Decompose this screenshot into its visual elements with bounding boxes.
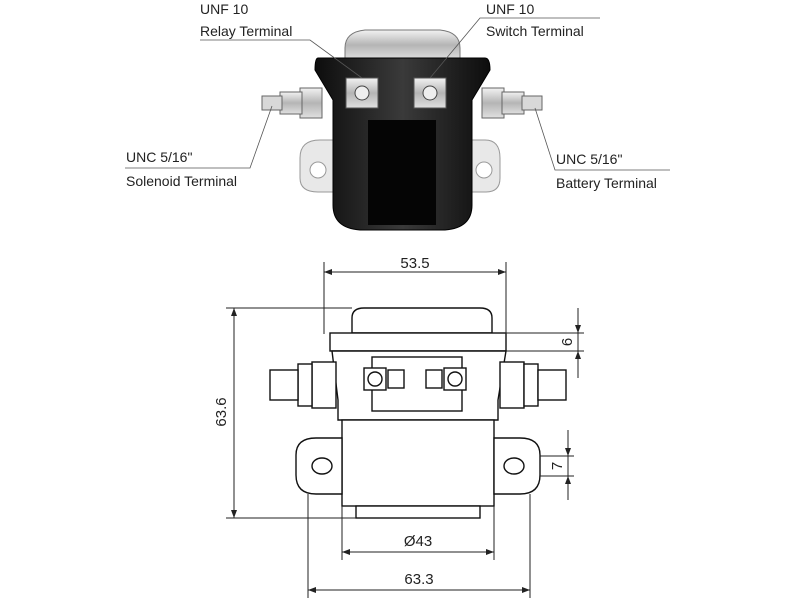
callout-solenoid-terminal: UNC 5/16" Solenoid Terminal bbox=[126, 149, 237, 189]
dim-height: 63.6 bbox=[213, 397, 230, 426]
dim-cap: 6 bbox=[559, 338, 576, 346]
dim-base-width: 63.3 bbox=[404, 571, 433, 588]
switch-terminal-name: Switch Terminal bbox=[486, 23, 584, 39]
callout-battery-terminal: UNC 5/16" Battery Terminal bbox=[556, 151, 657, 191]
callout-leaders bbox=[125, 17, 670, 171]
dim-flange: 7 bbox=[549, 462, 566, 470]
solenoid-terminal-name: Solenoid Terminal bbox=[126, 173, 237, 189]
callout-relay-terminal: UNF 10 Relay Terminal bbox=[200, 1, 292, 39]
relay-terminal-name: Relay Terminal bbox=[200, 23, 292, 39]
dim-body-diameter: Ø43 bbox=[404, 533, 432, 550]
technical-drawing bbox=[269, 307, 567, 519]
solenoid-photo bbox=[261, 29, 543, 231]
battery-terminal-spec: UNC 5/16" bbox=[556, 151, 622, 167]
dim-top-width: 53.5 bbox=[400, 255, 429, 272]
solenoid-terminal-spec: UNC 5/16" bbox=[126, 149, 192, 165]
relay-terminal-spec: UNF 10 bbox=[200, 1, 248, 17]
switch-terminal-spec: UNF 10 bbox=[486, 1, 534, 17]
callout-switch-terminal: UNF 10 Switch Terminal bbox=[486, 1, 584, 39]
dimension-lines bbox=[226, 262, 584, 598]
battery-terminal-name: Battery Terminal bbox=[556, 175, 657, 191]
